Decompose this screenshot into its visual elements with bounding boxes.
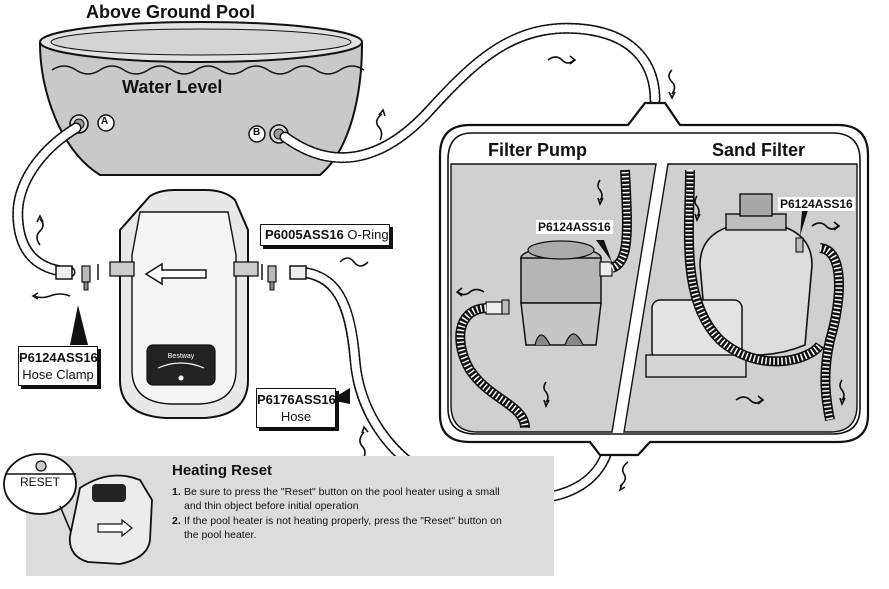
flow-arrow-icon: [144, 262, 207, 286]
inlet-b-letter: B: [253, 127, 261, 138]
hose-clamp-pointer: [70, 305, 88, 345]
filter-pump-part-code: P6124ASS16: [536, 220, 613, 234]
sand-filter-unit: [645, 169, 844, 421]
o-ring-code: P6005ASS16: [265, 227, 344, 242]
sand-filter-title: Sand Filter: [712, 140, 806, 160]
reset-step-number: 2.: [172, 515, 181, 527]
hoses: [12, 22, 661, 505]
pool-heater: Bestway: [109, 189, 259, 419]
reset-step-text: If the pool heater is not heating proper…: [184, 515, 502, 541]
reset-step: 1. Be sure to press the "Reset" button o…: [172, 485, 517, 513]
o-ring-name: O-Ring: [347, 227, 389, 242]
o-ring-callout: P6005ASS16 O-Ring: [260, 224, 390, 246]
reset-button-icon[interactable]: [35, 460, 47, 472]
inlet-a-letter: A: [101, 116, 109, 127]
inlet-b-marker: [248, 125, 266, 143]
heater-brand-label: Bestway: [168, 353, 195, 360]
hose-clamp-callout: P6124ASS16 Hose Clamp: [18, 346, 98, 386]
heating-reset-title: Heating Reset: [172, 462, 273, 479]
pool-title: Above Ground Pool: [86, 2, 255, 22]
reset-steps: 1. Be sure to press the "Reset" button o…: [172, 485, 517, 543]
reset-step-text: Be sure to press the "Reset" button on t…: [184, 486, 500, 512]
o-ring-icon: [261, 264, 277, 291]
hose-clamp-icon: [81, 264, 99, 291]
hose-name: Hose: [280, 409, 312, 424]
filter-enclosure: [438, 101, 870, 457]
hose-clamp-name: Hose Clamp: [22, 367, 94, 382]
reset-illustration: [3, 453, 153, 565]
reset-step-number: 1.: [172, 486, 181, 498]
sand-filter-part-code: P6124ASS16: [778, 197, 855, 211]
hose-callout: P6176ASS16 Hose: [256, 388, 336, 428]
water-level-label: Water Level: [122, 77, 223, 97]
pool: [38, 21, 365, 176]
hose-clamp-code: P6124ASS16: [19, 350, 98, 365]
filter-pump-title: Filter Pump: [488, 140, 588, 160]
filter-pump-unit: [455, 169, 632, 429]
hose-code: P6176ASS16: [257, 392, 336, 407]
reset-step: 2. If the pool heater is not heating pro…: [172, 514, 517, 542]
reset-button-label: RESET: [20, 475, 61, 489]
heater-control-panel: [146, 344, 216, 386]
inlet-a-marker: [97, 114, 115, 132]
hose-clamp-icon: [795, 237, 804, 253]
hose-clamp-icon: [501, 299, 510, 315]
